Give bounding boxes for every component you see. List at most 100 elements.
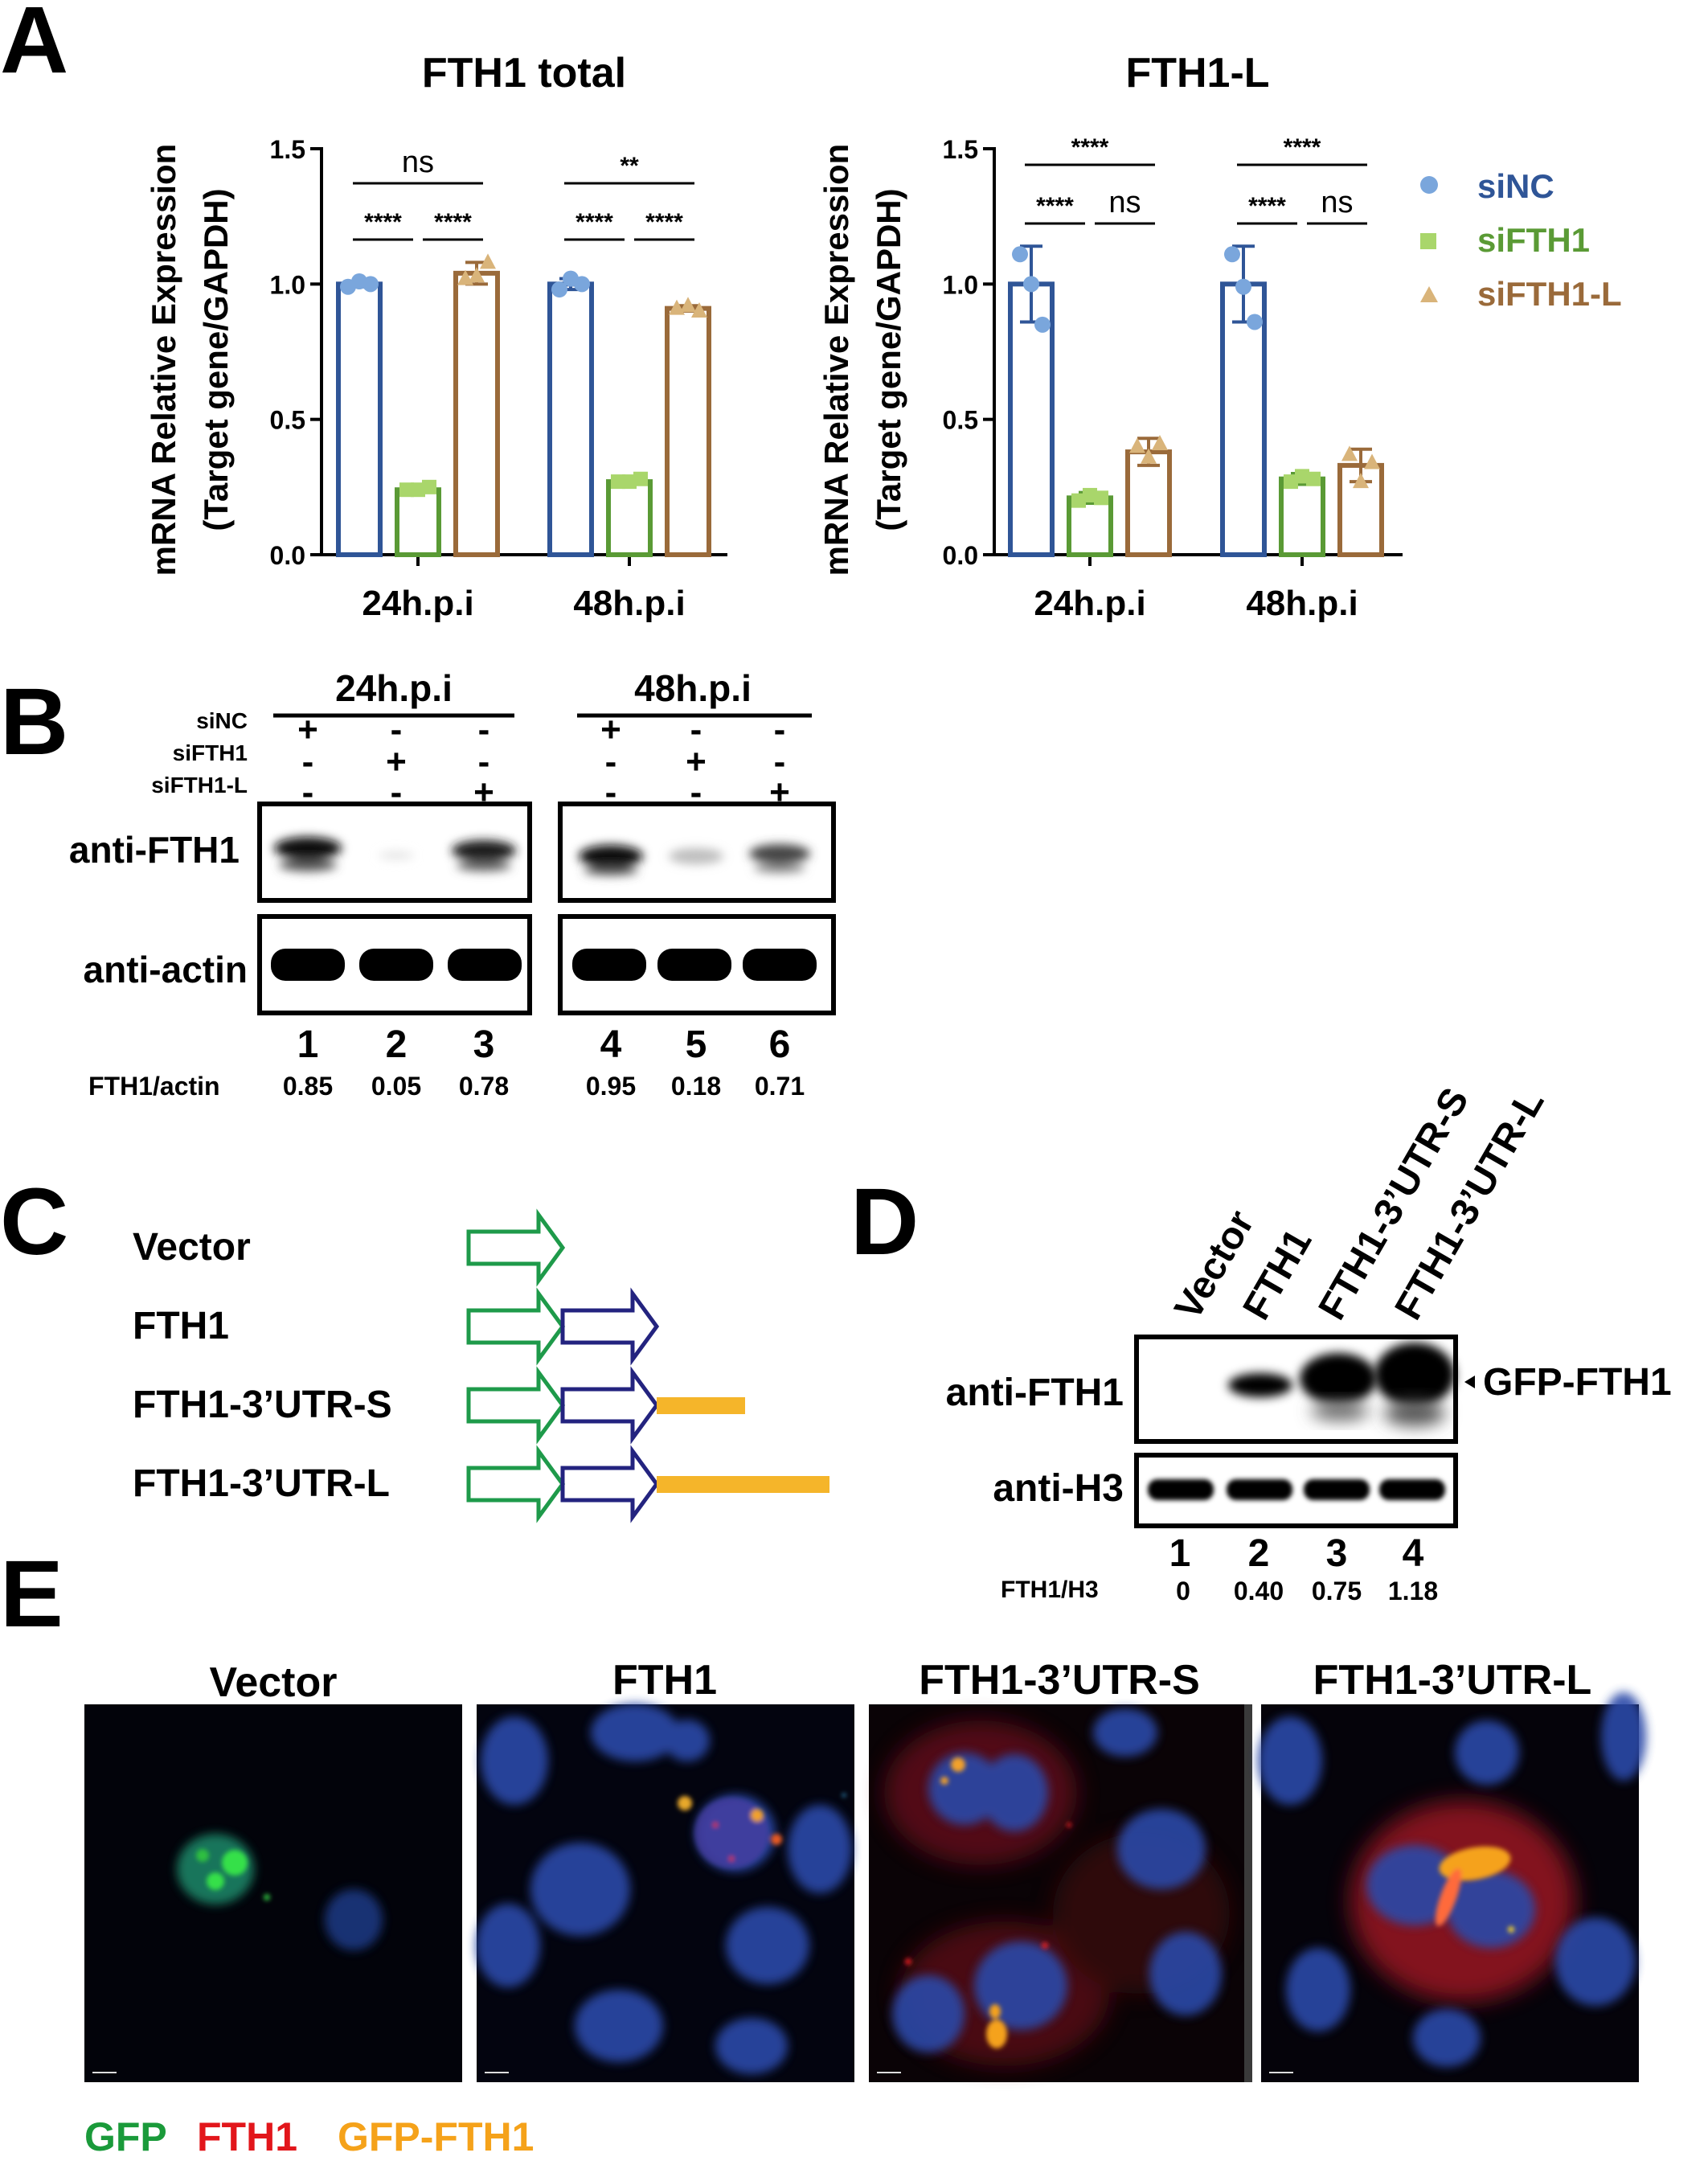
significance-label: **** (364, 209, 402, 236)
data-point-siFTH1-L (469, 267, 485, 283)
legend-label-sifth1: siFTH1 (1477, 221, 1590, 259)
channel-legend-fth1: FTH1 (197, 2114, 297, 2159)
data-point-siFTH1 (1295, 469, 1309, 484)
utr-short-bar (657, 1397, 745, 1414)
lane-number-d-3: 3 (1326, 1532, 1348, 1575)
ratio-lane-5: 0.18 (671, 1072, 721, 1101)
data-point-siFTH1 (411, 482, 425, 498)
data-point-siFTH1 (399, 482, 414, 498)
timepoint-24h: 24h.p.i (335, 667, 453, 709)
fth1-arrow-utr-l (560, 1445, 660, 1523)
micrograph-vector (84, 1704, 462, 2082)
treatment-sign: - (605, 742, 617, 781)
ratio-lane-2: 0.05 (371, 1072, 421, 1101)
chart-title: FTH1-L (1125, 50, 1269, 96)
significance-label: ns (402, 146, 434, 179)
data-point-siFTH1-L (1141, 448, 1157, 464)
y-tick-label: 0.5 (943, 406, 978, 435)
construct-label-fth1-3utr-s: FTH1-3’UTR-S (133, 1384, 392, 1426)
data-point-siFTH1 (1083, 487, 1097, 502)
bar-siFTH1-L (1125, 449, 1172, 557)
panel-letter-d: D (850, 1169, 919, 1275)
panel-e: Vector FTH1 FTH1-3’UTR-S FTH1-3’UTR-L (84, 1657, 1646, 2159)
micrograph-fth1-3utr-s (869, 1704, 1252, 2082)
significance-label: **** (1248, 193, 1286, 219)
lane-number-4: 4 (600, 1023, 622, 1066)
legend-label-sifth1l: siFTH1-L (1477, 275, 1622, 313)
bar-siFTH1-L (665, 305, 711, 557)
ratio-d-lane-1: 0 (1176, 1577, 1190, 1605)
x-tick-label: 24h.p.i (1034, 584, 1145, 623)
gfp-fth1-pointer-icon (1464, 1376, 1475, 1388)
legend-label-sinc: siNC (1477, 167, 1554, 205)
blot-label-anti-h3-d: anti-H3 (993, 1467, 1124, 1510)
blot-label-anti-fth1-d: anti-FTH1 (946, 1372, 1124, 1414)
fth1-bands-b (274, 837, 810, 875)
micrograph-fth1-3utr-l (1258, 1692, 1646, 2082)
y-axis-label: mRNA Relative Expression (145, 144, 182, 576)
data-point-siNC (551, 281, 567, 298)
legend-marker-sifth1l (1420, 286, 1438, 302)
y-tick-label: 1.0 (270, 270, 305, 299)
lane-number-d-4: 4 (1403, 1532, 1424, 1575)
fth1-bands-d (1228, 1343, 1455, 1426)
bar-siFTH1 (606, 479, 653, 557)
construct-label-vector: Vector (133, 1226, 251, 1269)
gfp-arrow-fth1 (466, 1287, 566, 1366)
panel-letter-b: B (0, 669, 68, 775)
bar-siFTH1 (395, 487, 441, 558)
ratio-lane-1: 0.85 (283, 1072, 333, 1101)
image-title-fth1-3utr-s: FTH1-3’UTR-S (919, 1657, 1200, 1704)
channel-legend-gfp: GFP (84, 2114, 167, 2159)
treatment-sign: - (391, 710, 403, 749)
lane-number-d-2: 2 (1248, 1532, 1270, 1575)
lane-number-6: 6 (769, 1023, 791, 1066)
data-point-siNC (1034, 316, 1051, 333)
legend-marker-sifth1 (1420, 233, 1436, 249)
ratio-label-fth1-actin: FTH1/actin (88, 1072, 220, 1101)
x-tick-label: 24h.p.i (362, 584, 473, 623)
bar-siNC (336, 281, 383, 557)
condition-sifth1: siFTH1 (173, 740, 248, 765)
y-tick-label: 1.5 (943, 135, 978, 164)
gfp-arrow-utr-l (466, 1445, 566, 1523)
legend-marker-sinc (1420, 176, 1438, 194)
data-point-siFTH1 (1306, 471, 1321, 486)
significance-label: ns (1321, 186, 1353, 219)
data-point-siFTH1 (422, 479, 436, 494)
treatment-sign: + (297, 710, 318, 749)
panel-d: Vector FTH1 FTH1-3’UTR-S FTH1-3’UTR-L GF… (946, 1081, 1672, 1605)
x-tick-label: 48h.p.i (573, 584, 685, 623)
chart-title: FTH1 total (422, 50, 626, 96)
lane-number-3: 3 (473, 1023, 495, 1066)
y-tick-label: 1.5 (270, 135, 305, 164)
actin-bands-b (271, 949, 817, 981)
panel-b: 24h.p.i 48h.p.i siNC siFTH1 siFTH1-L +--… (69, 667, 836, 1101)
significance-label: **** (434, 209, 472, 236)
panel-c: Vector FTH1 FTH1-3’UTR-S FTH1-3’UTR-L (133, 1208, 829, 1523)
gfp-arrow-utr-s (466, 1366, 566, 1445)
significance-label: ** (620, 153, 639, 179)
y-axis-label-2: (Target gene/GAPDH) (870, 188, 907, 531)
x-tick-label: 48h.p.i (1246, 584, 1358, 623)
band-label-gfp-fth1: GFP-FTH1 (1483, 1361, 1672, 1404)
fth1-arrow-utr-s (560, 1366, 660, 1445)
channel-legend-gfp-fth1: GFP-FTH1 (338, 2114, 534, 2159)
treatment-signs: +--+---+--+---+--+ (297, 710, 790, 812)
image-title-vector: Vector (210, 1659, 338, 1706)
ratio-lane-4: 0.95 (586, 1072, 636, 1101)
lane-number-1: 1 (297, 1023, 319, 1066)
significance-label: **** (645, 209, 683, 236)
condition-sifth1l: siFTH1-L (151, 773, 248, 798)
ratio-lane-3: 0.78 (459, 1072, 509, 1101)
treatment-sign: + (386, 742, 407, 781)
bar-siFTH1 (1279, 476, 1325, 558)
image-title-fth1-3utr-l: FTH1-3’UTR-L (1313, 1657, 1592, 1704)
data-point-siFTH1-L (691, 302, 707, 318)
lane-number-5: 5 (686, 1023, 707, 1066)
treatment-sign: - (478, 710, 490, 749)
data-point-siFTH1 (622, 474, 637, 490)
ratio-label-fth1-h3: FTH1/H3 (1001, 1577, 1099, 1603)
significance-label: ns (1108, 186, 1141, 219)
